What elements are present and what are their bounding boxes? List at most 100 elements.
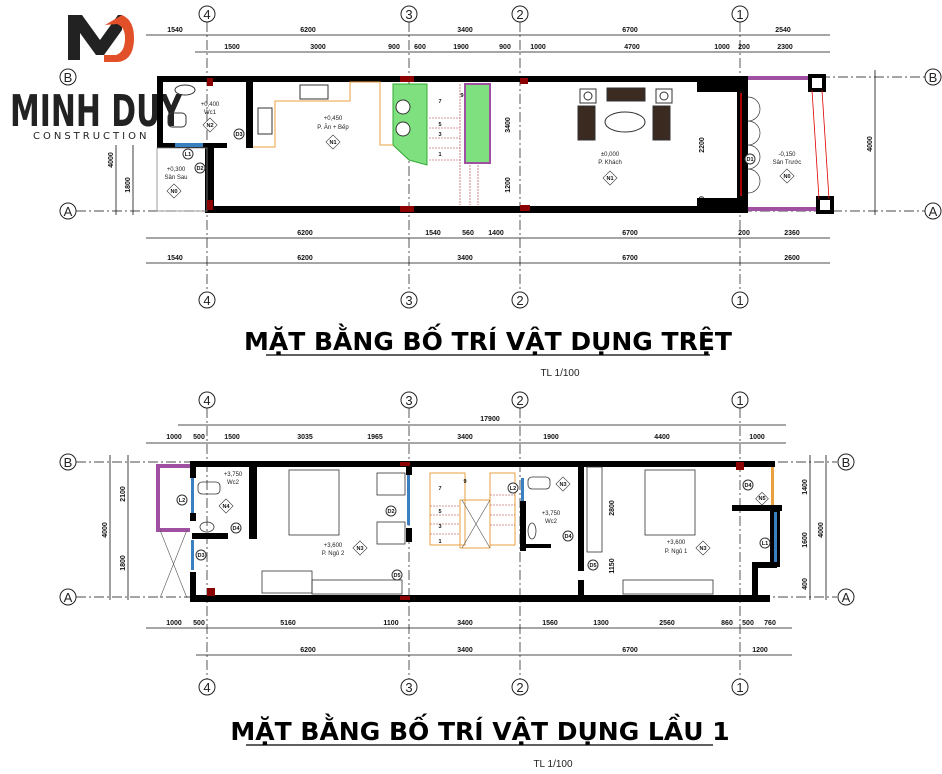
ground-floor-plan: 4 3 2 1 4 3 2 1 B A B A 1540 6200 3400 6…: [59, 5, 942, 379]
door-tag: D2: [196, 166, 203, 172]
dim-label: 4400: [654, 434, 670, 441]
dim-label: 6200: [300, 27, 316, 34]
floor-tag: N4: [222, 504, 230, 510]
axis-label: 4: [203, 393, 210, 408]
tv-cabinet-icon: [622, 579, 714, 595]
stair-step-number: 9: [460, 93, 463, 99]
company-logo: MINH DUY CONSTRUCTION: [10, 15, 183, 142]
dim-label: 1540: [425, 230, 441, 237]
axis-label: 2: [516, 7, 523, 22]
first-floor-title: MẶT BẰNG BỐ TRÍ VẬT DỤNG LẦU 1: [230, 713, 729, 746]
wardrobe-icon: [586, 466, 603, 553]
dim-label: 4700: [624, 44, 640, 51]
axis-label: 4: [203, 7, 210, 22]
dim-label: 4000: [818, 522, 825, 538]
dim-label: 1150: [609, 558, 616, 573]
dim-label: 1100: [383, 620, 398, 627]
dim-label: 900: [499, 44, 511, 51]
dim-label: 2360: [784, 230, 800, 237]
dim-label: 500: [742, 620, 754, 627]
windows: [191, 467, 777, 570]
axis-label: B: [929, 70, 938, 85]
dim-label: 1000: [530, 44, 546, 51]
dim-label: 6200: [297, 230, 313, 237]
room-name: P. Ngủ 1: [665, 548, 688, 555]
dim-label: 200: [738, 44, 750, 51]
floor-tag: N1: [606, 176, 613, 182]
stair-step-number: 5: [438, 509, 441, 515]
dim-label: 500: [193, 620, 205, 627]
dim-label: 1540: [167, 27, 183, 34]
toilet-icon: [167, 112, 187, 128]
floor-tag: N3: [699, 546, 706, 552]
toilet-icon: [197, 481, 221, 495]
floor-tag: N3: [356, 546, 363, 552]
column: [400, 206, 414, 212]
axis-label: 3: [405, 7, 412, 22]
living-room-furniture: [577, 87, 673, 141]
axis-label: A: [64, 590, 73, 605]
door-tag: D1: [746, 157, 753, 163]
tv-cabinet-icon: [311, 579, 403, 595]
floor-tag: N0: [170, 189, 177, 195]
dim-label: 6700: [622, 255, 638, 262]
dim-label: 4000: [867, 136, 874, 152]
dim-label: 3400: [457, 255, 473, 262]
dim-label: 1540: [167, 255, 183, 262]
ground-floor-scale: TL 1/100: [540, 368, 580, 379]
dim-label: 3400: [457, 434, 473, 441]
door-tag: D4: [564, 534, 572, 540]
dim-label: 400: [802, 578, 809, 590]
axis-label: 4: [203, 680, 210, 695]
window: [175, 143, 203, 147]
dim-label: 560: [462, 230, 474, 237]
column: [736, 462, 744, 470]
door-tag: L1: [762, 541, 768, 547]
stair-step-number: 3: [438, 132, 441, 138]
dim-label: 3400: [457, 27, 473, 34]
door-tag: N5: [758, 496, 765, 502]
stair-step-number: 1: [438, 539, 441, 545]
folding-door: [747, 96, 761, 194]
toilet-icon: [527, 476, 551, 490]
room-name: Wc2: [545, 519, 558, 525]
axis-bubbles: 4 3 2 1 4 3 2 1 B A B A: [59, 391, 855, 696]
axis-label: 2: [516, 293, 523, 308]
dim-label: 2100: [120, 486, 127, 502]
ground-floor-title: MẶT BẰNG BỐ TRÍ VẬT DỤNG TRỆT: [244, 323, 732, 356]
dim-label: 4000: [108, 152, 115, 168]
dim-label: 1560: [542, 620, 558, 627]
washbasin-icon: [527, 522, 537, 540]
stair-step-number: 1: [438, 152, 441, 158]
column: [400, 76, 414, 82]
dim-label: 3400: [457, 620, 473, 627]
room-name: P. Ăn + Bếp: [317, 124, 349, 131]
dim-label: 6700: [622, 647, 638, 654]
dim-label: 2540: [775, 27, 791, 34]
washbasin-icon: [199, 521, 215, 533]
axis-bubbles: 4 3 2 1 4 3 2 1 B A B A: [59, 5, 942, 309]
dim-label: 5160: [280, 620, 296, 627]
dim-label: 2800: [609, 500, 616, 516]
door-tag: L1: [185, 152, 191, 158]
walls: [190, 461, 782, 602]
axis-label: 1: [736, 393, 743, 408]
dim-label: 6200: [297, 255, 313, 262]
kitchen-counter: [253, 81, 393, 148]
front-porch: [747, 74, 834, 214]
dim-label: 1800: [125, 177, 132, 193]
room-level: +3,750: [542, 511, 561, 517]
dim-label: 1200: [752, 647, 768, 654]
axis-label: A: [64, 204, 73, 219]
door-tag: L2: [510, 486, 516, 492]
axis-label: B: [64, 70, 73, 85]
dimension-labels: 1540 6200 3400 6700 2540 1500 3000 900 6…: [108, 27, 874, 262]
axis-label: 3: [405, 680, 412, 695]
dim-label: 3000: [310, 44, 326, 51]
